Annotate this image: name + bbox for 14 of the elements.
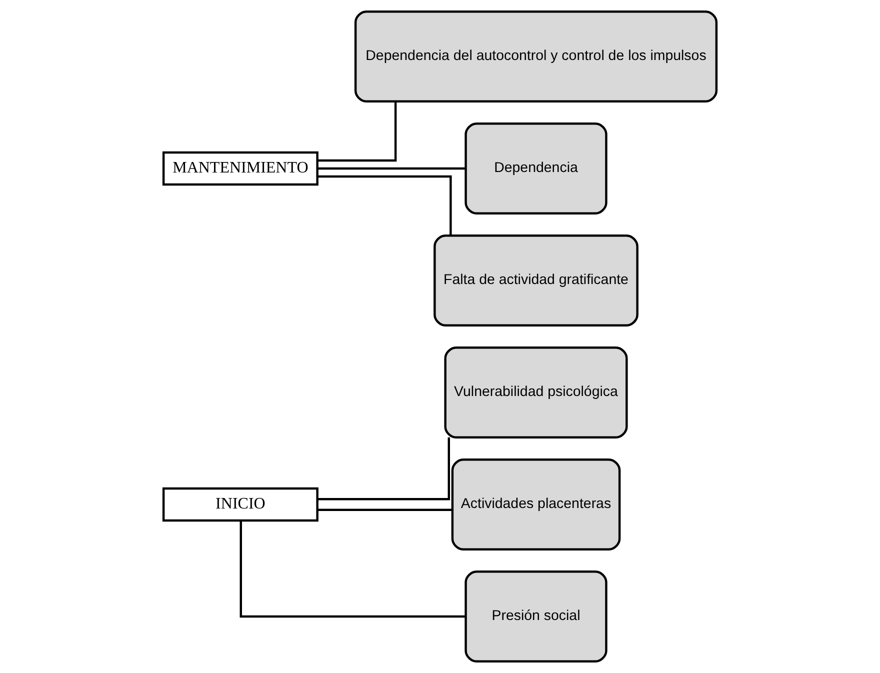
node-box: Actividades placenteras: [451, 458, 621, 550]
connector: [318, 508, 452, 511]
node-box: Vulnerabilidad psicológica: [444, 346, 628, 438]
connector: [318, 102, 397, 162]
connector: [240, 520, 466, 618]
connector: [318, 175, 452, 236]
node-box: Falta de actividad gratificante: [434, 234, 638, 326]
node-box: INICIO: [162, 487, 318, 522]
node-box: Dependencia: [464, 122, 608, 214]
connector: [318, 167, 466, 170]
node-box: Dependencia del autocontrol y control de los impulsos: [354, 10, 718, 102]
connector: [317, 437, 450, 500]
node-box: MANTENIMIENTO: [162, 151, 318, 186]
node-box: Presión social: [464, 570, 608, 662]
